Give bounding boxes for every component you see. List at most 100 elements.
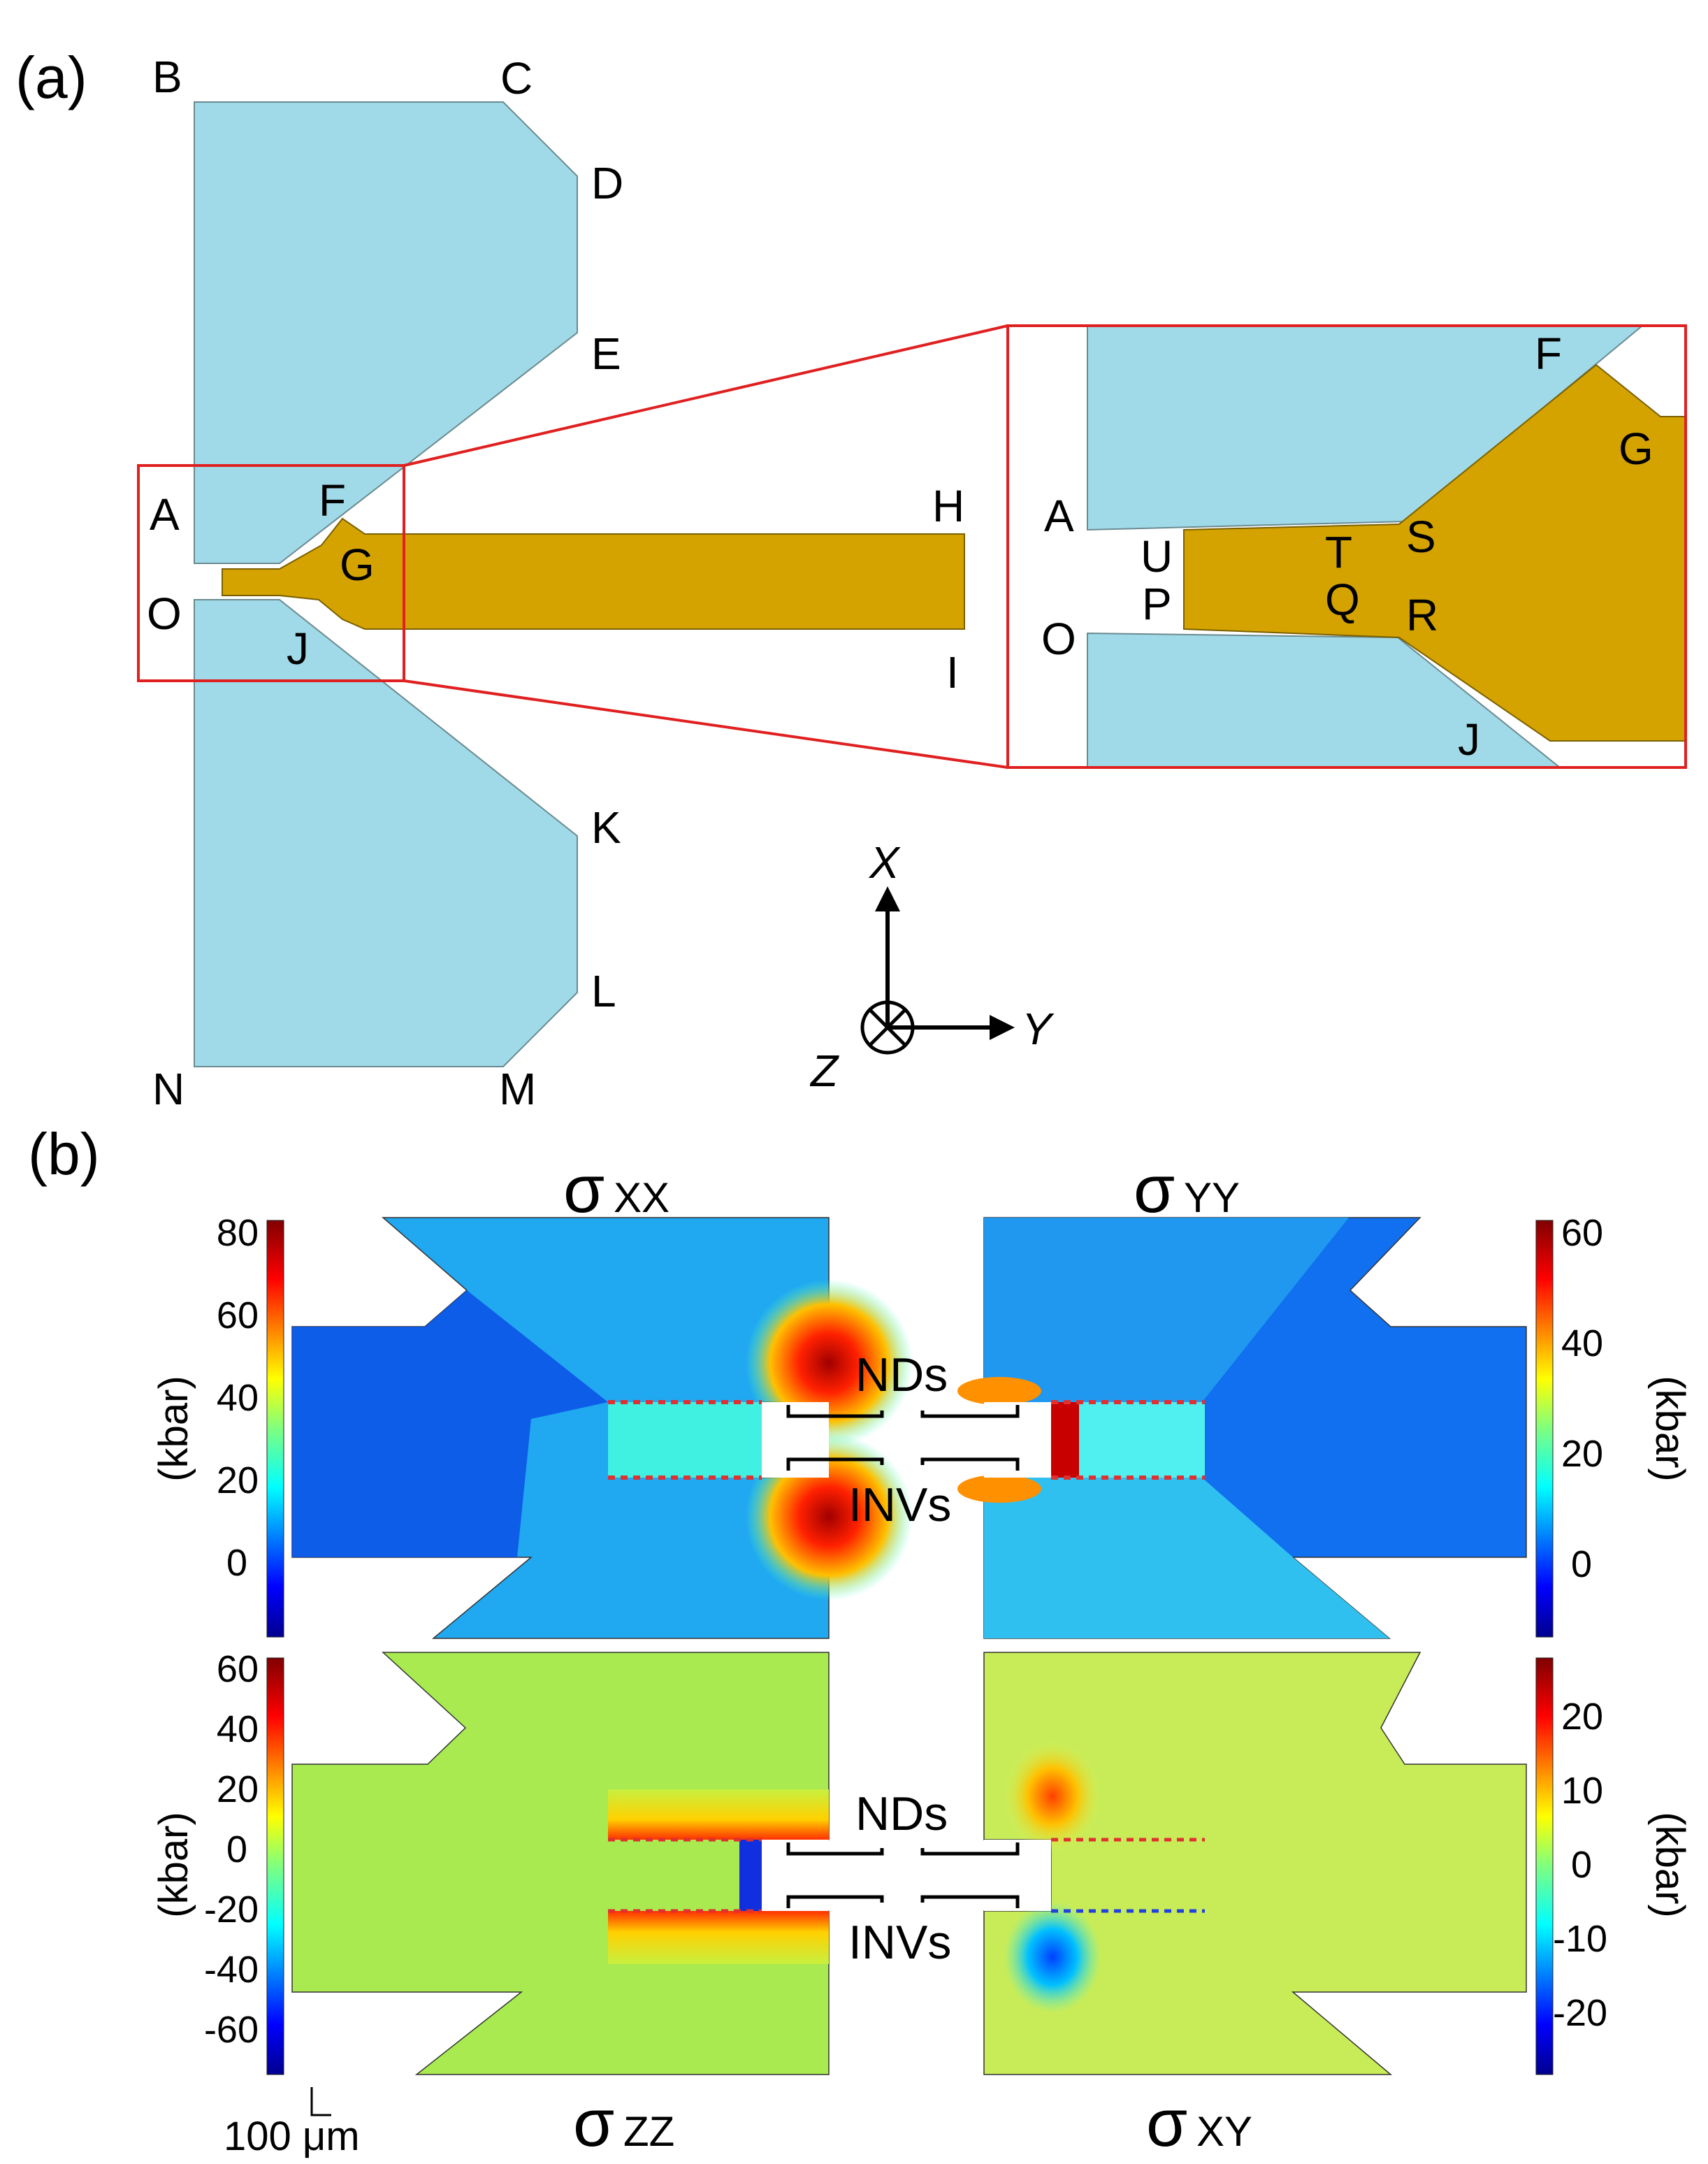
inset-label-a: A xyxy=(1044,491,1074,541)
tick-zz-neg60: -60 xyxy=(204,2009,259,2051)
map-title-xx-symbol: σ xyxy=(563,1152,605,1227)
point-label-l: L xyxy=(591,966,616,1016)
inset-label-f: F xyxy=(1535,329,1562,379)
point-label-h: H xyxy=(932,481,964,531)
tick-yy-0: 0 xyxy=(1571,1543,1592,1585)
inset-label-p: P xyxy=(1142,579,1172,629)
point-label-i: I xyxy=(946,647,959,698)
scale-bar: 100 μm xyxy=(224,2087,360,2159)
point-labels: A B C D E F G H I J K L M N O xyxy=(147,52,964,1114)
colorbar-xx-ticks: 80 60 40 20 0 xyxy=(217,1212,259,1584)
map-title-zz-symbol: σ xyxy=(573,2086,614,2161)
point-label-o: O xyxy=(147,589,182,639)
map-sigma-xx xyxy=(291,1217,913,1639)
unit-label-xx: (kbar) xyxy=(151,1376,196,1481)
inset-label-o: O xyxy=(1041,614,1076,664)
map-title-yy-subscript: YY xyxy=(1184,1174,1240,1221)
point-label-f: F xyxy=(319,475,346,526)
panel-a: (a) A B C D E F G H I J xyxy=(15,45,1687,1114)
axis-label-x: X xyxy=(868,837,901,888)
point-label-c: C xyxy=(500,53,533,103)
zoom-connector-top xyxy=(403,324,1008,467)
colorbar-xy-ticks: 20 10 0 -10 -20 xyxy=(1553,1696,1607,2034)
point-label-k: K xyxy=(591,802,621,853)
annotation-nds-top: NDs xyxy=(855,1348,948,1401)
tick-zz-neg20: -20 xyxy=(204,1889,259,1931)
map-title-xy-subscript: XY xyxy=(1196,2108,1252,2155)
axis-label-y: Y xyxy=(1022,1004,1055,1054)
inset-label-j: J xyxy=(1458,714,1480,765)
tick-zz-20: 20 xyxy=(217,1768,259,1810)
annotation-nds-bottom: NDs xyxy=(855,1787,948,1840)
bottom-anvil xyxy=(194,599,578,1067)
coordinate-axes xyxy=(860,886,1015,1055)
map-title-xy-symbol: σ xyxy=(1146,2086,1187,2161)
map-sigma-yy xyxy=(957,1217,1527,1639)
point-label-e: E xyxy=(591,329,621,379)
map-title-yy-symbol: σ xyxy=(1134,1152,1175,1227)
zoom-frame-large xyxy=(1006,324,1687,769)
tick-zz-0: 0 xyxy=(226,1828,247,1870)
unit-label-yy: (kbar) xyxy=(1647,1376,1693,1481)
tick-yy-20: 20 xyxy=(1561,1433,1603,1475)
tick-xx-0: 0 xyxy=(226,1542,247,1584)
tick-xy-neg20: -20 xyxy=(1553,1992,1607,2034)
map-title-yy: σ YY xyxy=(1134,1152,1240,1227)
colorbar-zz-ticks: 60 40 20 0 -20 -40 -60 xyxy=(204,1648,259,2051)
map-title-xx-subscript: XX xyxy=(614,1174,670,1221)
top-anvil xyxy=(194,101,578,564)
tick-zz-40: 40 xyxy=(217,1708,259,1750)
panel-b-label: (b) xyxy=(28,1121,100,1187)
tick-xy-0: 0 xyxy=(1571,1844,1592,1886)
map-title-xy: σ XY xyxy=(1146,2086,1252,2161)
inset-label-t: T xyxy=(1325,527,1352,577)
annotation-invs-top: INVs xyxy=(848,1478,951,1531)
tick-xy-10: 10 xyxy=(1561,1770,1603,1812)
inset-label-s: S xyxy=(1406,512,1436,562)
tick-xx-40: 40 xyxy=(217,1377,259,1419)
panel-b: (b) xyxy=(28,1121,1693,2161)
panel-a-label: (a) xyxy=(15,45,87,110)
axis-label-z: Z xyxy=(809,1046,839,1096)
point-label-g: G xyxy=(340,540,375,590)
tick-yy-60: 60 xyxy=(1561,1212,1603,1254)
tick-yy-40: 40 xyxy=(1561,1322,1603,1364)
colorbar-yy-ticks: 60 40 20 0 xyxy=(1561,1212,1603,1585)
zoom-frame-small xyxy=(137,464,405,682)
point-label-j: J xyxy=(287,623,309,674)
gasket xyxy=(222,517,965,630)
tick-xx-60: 60 xyxy=(217,1294,259,1336)
point-label-m: M xyxy=(499,1064,536,1114)
point-label-b: B xyxy=(152,52,182,102)
tick-xx-80: 80 xyxy=(217,1212,259,1254)
point-label-n: N xyxy=(152,1064,184,1114)
tick-zz-neg40: -40 xyxy=(204,1949,259,1991)
inset xyxy=(1006,324,1687,769)
inset-point-labels: A O U P T Q S R F G J xyxy=(1041,329,1653,765)
unit-label-zz: (kbar) xyxy=(151,1812,196,1917)
map-sigma-xy xyxy=(983,1652,1527,2075)
tick-zz-60: 60 xyxy=(217,1648,259,1690)
map-title-xx: σ XX xyxy=(563,1152,670,1227)
scale-bar-label: 100 μm xyxy=(224,2114,360,2159)
colorbar-yy xyxy=(1535,1220,1554,1638)
zoom-connector-bottom xyxy=(403,679,1008,769)
colorbar-xy xyxy=(1535,1657,1554,2075)
unit-label-xy: (kbar) xyxy=(1647,1812,1693,1917)
tick-xy-neg10: -10 xyxy=(1553,1918,1607,1960)
annotation-invs-bottom: INVs xyxy=(848,1916,951,1969)
inset-label-g: G xyxy=(1619,424,1653,474)
point-label-a: A xyxy=(150,489,180,540)
tick-xx-20: 20 xyxy=(217,1459,259,1501)
colorbar-xx xyxy=(266,1220,284,1638)
annotation-brackets xyxy=(786,1405,1020,1908)
map-sigma-zz xyxy=(291,1652,830,2075)
map-title-zz: σ ZZ xyxy=(573,2086,674,2161)
inset-label-u: U xyxy=(1141,531,1173,582)
point-label-d: D xyxy=(591,158,623,208)
inset-label-q: Q xyxy=(1325,575,1360,625)
tick-xy-20: 20 xyxy=(1561,1696,1603,1738)
map-title-zz-subscript: ZZ xyxy=(623,2108,674,2155)
inset-label-r: R xyxy=(1406,590,1438,640)
